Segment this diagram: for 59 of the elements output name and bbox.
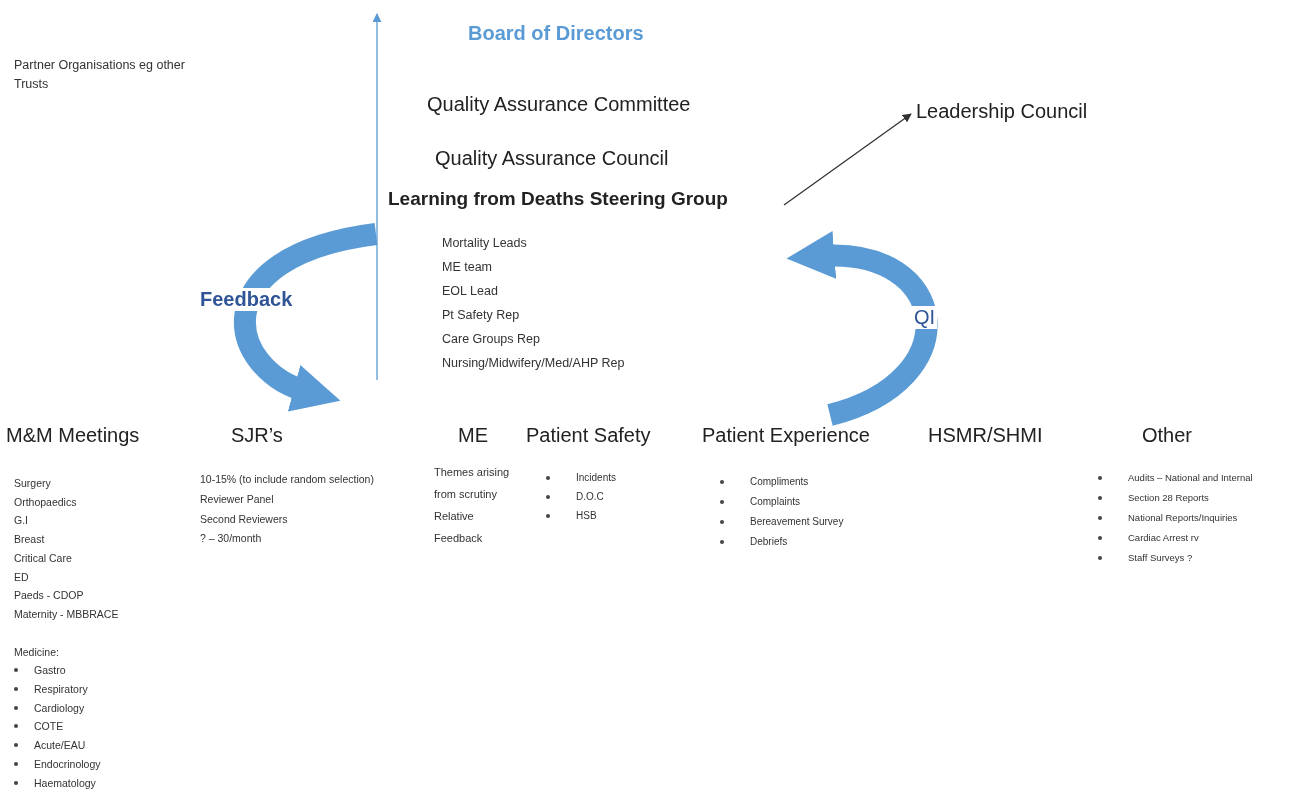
list-item: Gastro xyxy=(34,664,66,677)
list-item: D.O.C xyxy=(576,491,604,503)
curved-block-arrow xyxy=(234,223,378,410)
list-item: Debriefs xyxy=(750,536,788,548)
list-item: Pt Safety Rep xyxy=(442,308,520,323)
list-item: 10-15% (to include random selection) xyxy=(200,473,374,485)
list-item: Themes arising from scrutiny xyxy=(434,465,511,502)
text-label: Quality Assurance Council xyxy=(435,146,669,171)
list-item: Orthopaedics xyxy=(14,495,77,508)
text-label: Board of Directors xyxy=(468,21,644,46)
edge-label: QI xyxy=(912,306,938,329)
arrow xyxy=(372,13,382,381)
list-item: Breast xyxy=(14,533,45,546)
list-item: Paeds - CDOP xyxy=(14,589,84,602)
list-item: ME team xyxy=(442,260,492,275)
list-item: EOL Lead xyxy=(442,284,498,299)
list-item: Medicine: xyxy=(14,645,59,658)
list-item: Surgery xyxy=(14,477,51,489)
node-heading: Leadership Council xyxy=(916,100,1088,123)
list-item: Reviewer Panel xyxy=(200,492,274,505)
node-heading: Patient Experience xyxy=(702,424,870,447)
list-item: Audits – National and Internal xyxy=(1128,472,1253,484)
list-item: Section 28 Reports xyxy=(1128,492,1209,504)
text-label: Partner Organisations eg other Trusts xyxy=(14,57,186,93)
node-heading: ME xyxy=(458,424,488,447)
list-item: National Reports/Inquiries xyxy=(1128,512,1238,524)
node-heading: Other xyxy=(1142,424,1193,447)
list-item: Critical Care xyxy=(14,551,72,564)
list-item: Nursing/Midwifery/Med/AHP Rep xyxy=(442,356,625,371)
node-heading: Patient Safety xyxy=(526,424,651,447)
list-item: Complaints xyxy=(750,496,801,508)
node-heading: M&M Meetings xyxy=(6,424,140,447)
list-item: Staff Surveys ? xyxy=(1128,552,1193,564)
curved-block-arrow xyxy=(786,232,938,426)
edge-label: Feedback xyxy=(198,288,295,311)
node-heading: SJR’s xyxy=(231,424,283,447)
list-item: Cardiac Arrest rv xyxy=(1128,532,1199,544)
list-item: COTE xyxy=(34,720,64,733)
list-item: Maternity - MBBRACE xyxy=(14,607,119,620)
list-item: Endocrinology xyxy=(34,757,101,770)
list-item: Incidents xyxy=(576,472,617,484)
node-heading: HSMR/SHMI xyxy=(928,424,1043,447)
list-item: Acute/EAU xyxy=(34,739,86,752)
list-item: Cardiology xyxy=(34,701,85,714)
list-item: Haematology xyxy=(34,776,96,789)
list-item: Mortality Leads xyxy=(442,236,527,251)
list-item: HSB xyxy=(576,510,597,522)
list-item: G.I xyxy=(14,514,28,527)
arrow xyxy=(783,113,912,206)
list-item: Second Reviewers xyxy=(200,512,288,525)
list-item: ED xyxy=(14,570,29,583)
node-heading: Learning from Deaths Steering Group xyxy=(388,188,728,210)
list-item: ? – 30/month xyxy=(200,532,262,545)
list-item: Care Groups Rep xyxy=(442,332,540,347)
list-item: Compliments xyxy=(750,476,809,488)
text-label: Quality Assurance Committee xyxy=(427,92,691,117)
list-item: Relative Feedback xyxy=(434,509,484,546)
list-item: Respiratory xyxy=(34,683,88,695)
list-item: Bereavement Survey xyxy=(750,516,844,528)
